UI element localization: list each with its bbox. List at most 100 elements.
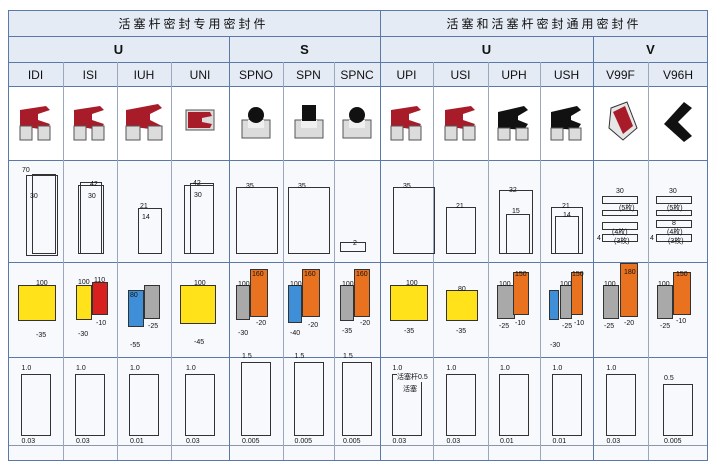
min-speed-label: 0.03 [21, 438, 36, 445]
temperature-label: -25 [562, 323, 573, 330]
groove-dimension-label: 21 [140, 203, 148, 210]
temperature-label: 100 [238, 281, 250, 288]
min-speed-label: 0.03 [392, 438, 407, 445]
speed-range-box [293, 362, 324, 436]
groove-dimension-label: 35 [403, 183, 411, 190]
max-speed-label: 1.0 [606, 365, 617, 372]
groove-outline [656, 234, 692, 242]
groove-outline [602, 234, 638, 242]
speed-range-box [663, 384, 693, 436]
groove-outline [288, 187, 330, 254]
temperature-label: -35 [342, 328, 353, 335]
groove-outline [393, 187, 435, 254]
groove-dimension-label: 35 [246, 183, 254, 190]
groove-dimension-label: 2 [353, 240, 357, 247]
groove-outline [26, 175, 58, 256]
groove-outline [340, 242, 366, 252]
max-speed-label: 1.5 [343, 353, 353, 360]
column-divider-11 [593, 36, 594, 460]
temperature-label: 110 [94, 277, 106, 284]
groove-dimension-label: 8 [672, 220, 676, 227]
column-divider-2 [117, 62, 118, 460]
min-speed-label: 0.03 [606, 438, 621, 445]
row-divider-0 [8, 10, 708, 11]
max-speed-label: 1.0 [552, 365, 563, 372]
model-v99f: V99F [606, 67, 635, 82]
right-border [707, 10, 708, 460]
row-divider-8 [8, 460, 708, 461]
row-divider-5 [8, 262, 708, 263]
temperature-label: -25 [604, 323, 615, 330]
model-uni: UNI [189, 67, 211, 82]
temperature-bar [571, 271, 583, 315]
speed-range-box [241, 362, 271, 436]
speed-range-box [445, 374, 476, 436]
min-speed-label: 0.01 [500, 438, 514, 445]
rod-seal-dedicated-title: 活塞杆密封专用密封件 [118, 16, 269, 31]
groove-dimension-label: 4 [597, 235, 601, 242]
row-divider-6 [8, 357, 708, 358]
temperature-label: -40 [290, 330, 301, 337]
speed-range-box [499, 374, 529, 436]
model-usi: USI [450, 67, 471, 82]
column-divider-3 [171, 62, 172, 460]
temperature-label: 160 [252, 271, 264, 278]
temperature-bar [513, 271, 529, 315]
column-divider-4 [229, 36, 230, 460]
temperature-bar [620, 263, 638, 318]
groove-dimension-label: 30 [88, 193, 96, 200]
temperature-bar [549, 290, 559, 321]
temperature-label: 100 [658, 281, 670, 288]
groove-outline [32, 174, 56, 254]
row-divider-7 [8, 445, 708, 446]
temperature-bar [340, 285, 354, 322]
temperature-label: 100 [36, 280, 48, 287]
groove-dimension-label: 42 [193, 180, 201, 187]
max-speed-label: 1.0 [446, 365, 457, 372]
column-divider-10 [540, 62, 541, 460]
max-speed-label: 1.5 [294, 353, 305, 360]
temperature-label: -20 [308, 322, 319, 329]
temperature-bar [603, 285, 619, 319]
model-spn: SPN [296, 67, 321, 82]
min-speed-label: 0.01 [552, 438, 567, 445]
temperature-label: -10 [96, 320, 107, 327]
groove-dimension-label: 32 [509, 187, 517, 194]
min-speed-label: 0.01 [130, 438, 144, 445]
temperature-bar [354, 268, 370, 318]
piston-rod-general-title: 活塞和活塞杆密封通用密封件 [446, 16, 642, 31]
groove-outline [555, 216, 579, 254]
groove-outline [236, 187, 278, 254]
min-speed-label: 0.03 [76, 438, 90, 445]
min-speed-label: 0.005 [664, 438, 682, 445]
u-seal-red-icon [19, 106, 50, 141]
group-s: S [300, 42, 309, 57]
column-divider-1 [63, 62, 64, 460]
o-ring-seal-icon [241, 107, 271, 139]
groove-dimension-label: (3枚) [668, 238, 684, 245]
column-divider-9 [488, 62, 489, 460]
row-divider-1 [8, 36, 708, 37]
groove-dimension-label: (5枚) [667, 205, 683, 212]
group-u-rod: U [113, 42, 124, 57]
speed-range-box [129, 374, 159, 436]
u-seal-red-icon [390, 106, 421, 141]
groove-dimension-label: 14 [142, 214, 150, 221]
speed-range-box [20, 374, 51, 436]
groove-dimension-label: (3枚) [614, 238, 630, 245]
v-seal-black-icon [664, 102, 692, 142]
model-uph: UPH [501, 67, 527, 82]
model-spno: SPNO [238, 67, 273, 82]
model-spnc: SPNC [340, 67, 374, 82]
row-divider-4 [8, 160, 708, 161]
min-speed-label: 0.005 [242, 438, 260, 445]
piston-speed-note: 活塞 [403, 386, 417, 394]
rod-seal-red-icon [185, 109, 215, 131]
groove-outline [506, 214, 530, 254]
left-border [8, 10, 9, 460]
temperature-label: 100 [560, 281, 572, 288]
model-iuh: IUH [133, 67, 155, 82]
u-seal-red-icon [73, 106, 105, 141]
temperature-bar [144, 285, 160, 319]
